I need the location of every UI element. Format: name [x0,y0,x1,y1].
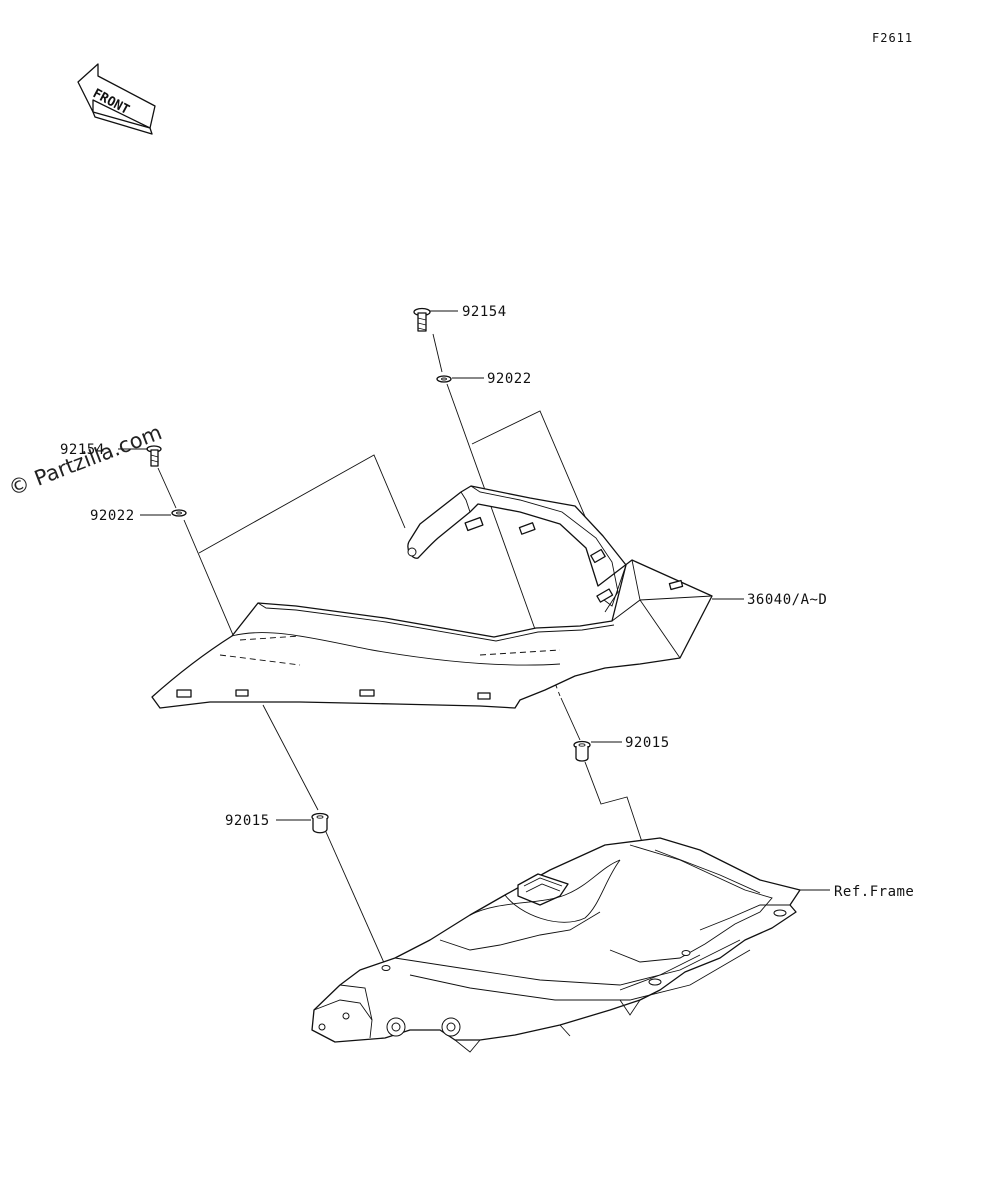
callout-bolt-upper: 92154 [462,304,507,320]
rear-frame[interactable] [311,837,801,1053]
callout-frame-ref: Ref.Frame [834,884,914,900]
washer-left[interactable] [171,509,187,517]
callout-seat-cover: 36040/A~D [747,592,827,608]
diagram-code: F2611 [872,31,913,45]
bolt-left[interactable] [146,445,162,467]
washer-upper[interactable] [436,375,452,383]
collar-left[interactable] [311,812,329,834]
callout-washer-left: 92022 [90,508,135,524]
callout-washer-upper: 92022 [487,371,532,387]
callout-bolt-left: 92154 [60,442,105,458]
collar-right[interactable] [573,740,591,762]
callout-collar-left: 92015 [225,813,270,829]
callout-collar-right: 92015 [625,735,670,751]
front-arrow-icon: FRONT [77,63,156,135]
bolt-upper[interactable] [413,307,431,332]
watermark: © Partzilla.com [5,420,165,500]
seat-cover[interactable] [151,485,713,709]
